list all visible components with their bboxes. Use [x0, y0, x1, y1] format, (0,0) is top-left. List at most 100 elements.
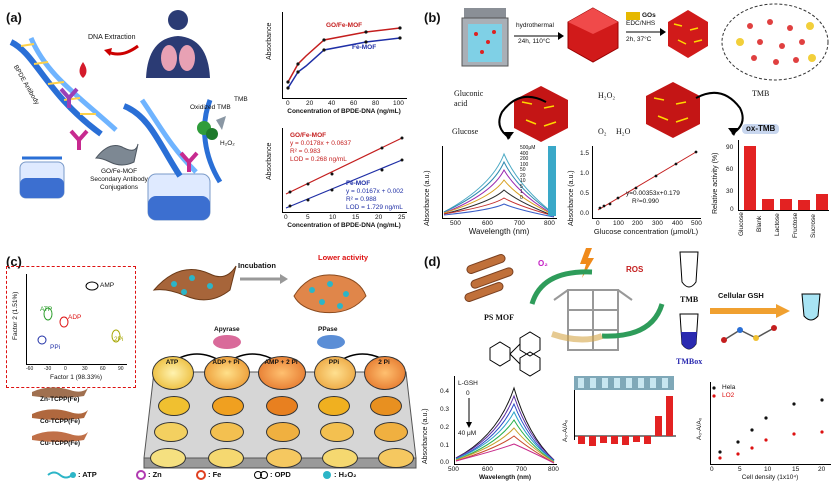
a-bot-go-title: GO/Fe-MOF	[290, 132, 327, 139]
legend-item: 100	[520, 161, 529, 168]
well-atp	[152, 356, 194, 390]
tick: 0.3	[440, 406, 450, 413]
antibody-icon-3	[179, 151, 199, 172]
cu-sheet-icon	[32, 431, 88, 442]
well	[318, 396, 350, 416]
tick: 60	[350, 100, 358, 107]
tube-gsh-icon	[801, 293, 821, 321]
pca-ylabel: Factor 2 (1.51%)	[12, 291, 19, 340]
legend-item: 10	[520, 178, 526, 184]
well-amp-2pi	[258, 356, 306, 390]
arrow-right-icon	[514, 32, 564, 40]
tmb-d-label: TMB	[680, 295, 699, 304]
go-fe-mof-sheet-icon	[94, 143, 139, 166]
ppase-label: PPase	[318, 326, 338, 333]
legend-item: 20	[520, 172, 526, 179]
tick: 0	[286, 100, 290, 107]
zoom-ellipse-icon	[721, 3, 829, 81]
beaker-right-icon	[147, 173, 211, 221]
well	[210, 422, 244, 442]
arrow-right-icon-2	[626, 28, 666, 36]
well-label-2pi: 2 Pi	[378, 359, 390, 366]
antibody-icon	[59, 87, 79, 108]
tick: 600	[482, 220, 493, 227]
d-bars-ylabel: A₀-A/A₀	[562, 419, 569, 442]
o2-label: O₂	[598, 127, 607, 136]
co-sheet-icon	[32, 409, 88, 420]
tick: 600	[482, 466, 493, 473]
lgsh-zero: 0	[466, 390, 470, 397]
tick: 15	[352, 214, 360, 221]
tick: 10	[329, 214, 337, 221]
ps-mof-label: PS MOF	[484, 313, 514, 322]
cascade-crystal-right	[646, 82, 700, 138]
panel-c: (c) Factor 2 (1.51%) AMP ATP ADP PPi 2Pi…	[0, 244, 420, 488]
d-cells-points	[712, 386, 824, 460]
legend-item: 1	[520, 189, 523, 195]
gos-label: GOs	[642, 12, 656, 19]
gsh-arrow-icon	[710, 304, 790, 318]
well-2pi	[364, 356, 406, 390]
oxidized-tmb-label: Oxidized TMB	[190, 104, 231, 111]
tick: 1.5	[580, 150, 590, 157]
d-cells-axes	[710, 382, 831, 465]
cycle-arrows-icon	[529, 269, 665, 343]
b-spec-legend: 500μM 400 200 100 50 20 10 5 1 0	[520, 145, 535, 201]
a-bot-fe-eq: y = 0.0167x + 0.002	[346, 188, 404, 195]
tick: 30	[82, 366, 88, 372]
legend-item: 200	[520, 156, 529, 162]
bar-blank	[762, 199, 774, 210]
light-bolt-icon	[580, 248, 594, 278]
tick: 0.2	[440, 424, 450, 431]
b-spec-xlabel: Wavelength (nm)	[468, 227, 530, 236]
tick: 60	[100, 366, 106, 372]
well	[266, 448, 302, 468]
legend-hela: Hela	[722, 384, 736, 391]
a-bot-ylabel: Absorbance	[266, 142, 273, 180]
cascade-crystal-left	[514, 86, 568, 142]
category-label: Fructose	[792, 212, 799, 238]
legend-item: 400	[520, 150, 529, 157]
category-label: Glucose	[738, 212, 745, 236]
tmb-label: TMB	[234, 96, 248, 103]
dna-helix-left	[9, 37, 118, 137]
a-bot-xlabel: Concentration of BPDE-DNA (ng/mL)	[287, 222, 401, 229]
pca-point-adp: ADP	[68, 314, 82, 321]
well	[208, 448, 244, 468]
a-top-ylabel: Absorbance	[266, 22, 273, 60]
pca-point-ppi: PPi	[50, 344, 61, 351]
b-spec-axes	[442, 146, 557, 219]
well	[322, 448, 358, 468]
a-bot-fe-title: Fe-MOF	[346, 180, 371, 187]
tmbox-label: TMBox	[676, 357, 703, 366]
d-bars	[574, 396, 676, 446]
legend-h2o2: : H₂O₂	[334, 470, 357, 479]
fe-legend-icon	[196, 470, 206, 480]
zn-legend-icon	[136, 470, 146, 480]
gsh-label: Cellular GSH	[718, 291, 764, 300]
category-label: Lactose	[774, 213, 781, 236]
b-spec-ylabel: Absorbance (a.u.)	[424, 170, 431, 226]
row-label-co: Co-TCPP(Fe)	[40, 418, 81, 425]
well	[212, 396, 244, 416]
tube-tmb-icon	[679, 251, 699, 288]
b-lin-axes	[592, 146, 701, 219]
legend-opd: : OPD	[270, 470, 291, 479]
well	[154, 422, 188, 442]
pca-box	[6, 266, 136, 388]
tick: 30	[726, 188, 734, 195]
cascade-arc-right	[695, 91, 744, 136]
edc-cond: 2h, 37°C	[626, 36, 652, 43]
lgsh-label: L-GSH	[458, 380, 478, 387]
oxtmb-label: ox-TMB	[742, 124, 780, 134]
well-label-ppi: PPi	[328, 359, 340, 366]
blood-drop-icon	[79, 62, 87, 78]
o2-d-label: O₂	[538, 259, 548, 268]
tick: 80	[372, 100, 380, 107]
autoclave-icon	[461, 8, 509, 67]
a-bot-go-eq: y = 0.0178x + 0.0637	[290, 140, 352, 147]
lgsh-forty: 40 μM	[458, 430, 477, 437]
panel-b-label: (b)	[424, 10, 441, 25]
glucose-label: Glucose	[452, 127, 479, 136]
a-bot-fe-r2: R² = 0.988	[346, 196, 377, 203]
